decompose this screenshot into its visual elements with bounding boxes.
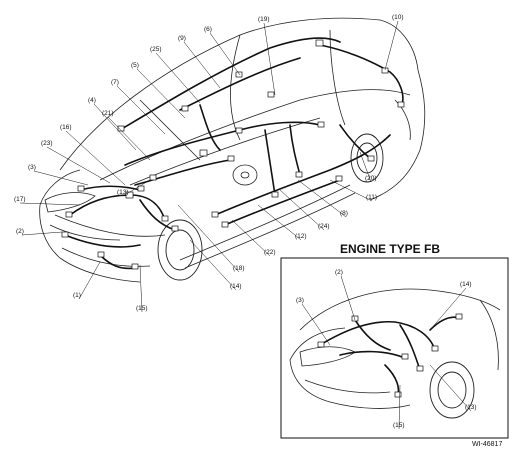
main-label-l7: (7): [111, 79, 119, 86]
main-label-l15: (15): [136, 305, 148, 312]
inset-label-i3: (3): [296, 297, 304, 304]
main-label-l21: (21): [102, 110, 114, 117]
main-label-l20: (20): [365, 175, 377, 182]
main-leader-l19: [263, 22, 276, 96]
main-leader-l17: [19, 202, 81, 206]
main-leader-l9: [183, 41, 221, 89]
main-leader-l7: [116, 85, 166, 135]
main-label-l17: (17): [14, 196, 26, 203]
main-label-l23: (23): [41, 140, 53, 147]
main-leader-l11: [329, 179, 373, 202]
steering-wheel: [232, 164, 258, 186]
main-label-l10: (10): [392, 14, 404, 21]
inset-leader-lines: [301, 275, 472, 430]
inset-leader-i13: [429, 364, 472, 412]
inset-label-i13: (13): [465, 404, 477, 411]
car-body-outline: [39, 17, 426, 283]
main-label-l2: (2): [16, 228, 24, 235]
main-label-l6: (6): [204, 26, 212, 33]
main-label-l16: (16): [60, 124, 72, 131]
main-leader-l4: [93, 103, 137, 151]
main-part-labels: (1) (2) (3) (4) (5) (6) (7) (8) (9) (10) (11) (12) (…: [14, 14, 404, 312]
inset-leader-i3: [301, 303, 331, 346]
main-leader-l13: [122, 179, 151, 197]
main-leader-l5: [136, 68, 186, 119]
main-leader-l25: [155, 52, 201, 104]
main-label-l3: (3): [28, 164, 36, 171]
main-leader-l12: [257, 204, 302, 241]
main-leader-l2: [21, 231, 63, 236]
connectors: [61, 39, 405, 270]
main-label-l19: (19): [258, 16, 270, 23]
main-label-l13: (13): [117, 189, 129, 196]
wiring-harnesses: [64, 37, 404, 270]
main-leader-l10: [384, 20, 399, 71]
engine-inset: ENGINE TYPE FB (2) (3) (13) (14) (15): [280, 242, 509, 439]
main-leader-l1: [78, 261, 101, 300]
main-label-l25: (25): [150, 46, 162, 53]
main-leader-l24: [279, 189, 325, 231]
main-leader-l20: [359, 151, 372, 183]
main-leader-l22: [231, 219, 271, 257]
main-leader-l21: [107, 116, 151, 161]
main-leader-l18: [177, 204, 240, 273]
inset-leader-i15: [398, 384, 401, 430]
figure-id: WI-46817: [472, 441, 502, 448]
inset-title: ENGINE TYPE FB: [340, 242, 440, 256]
main-label-l8: (8): [340, 210, 348, 217]
main-leader-l3: [33, 170, 89, 186]
inset-leader-i2: [340, 275, 356, 321]
inset-label-i14: (14): [460, 281, 472, 288]
main-label-l11: (11): [366, 194, 377, 201]
main-label-l1: (1): [73, 292, 81, 299]
main-label-l12: (12): [295, 233, 307, 240]
main-label-l5: (5): [131, 62, 139, 69]
main-label-l22: (22): [264, 249, 276, 256]
inset-leader-i14: [429, 287, 467, 331]
main-leader-l15: [139, 264, 143, 313]
main-label-l18: (18): [233, 265, 245, 272]
main-leader-l16: [65, 130, 126, 186]
main-leader-l14: [189, 239, 237, 291]
main-label-l24: (24): [318, 223, 330, 230]
inset-label-i2: (2): [335, 269, 343, 276]
main-leader-l23: [46, 146, 111, 184]
main-label-l4: (4): [88, 97, 96, 104]
inset-label-i15: (15): [393, 422, 405, 429]
inset-part-labels: (2) (3) (13) (14) (15): [296, 269, 477, 429]
main-leader-lines: [19, 20, 399, 313]
main-label-l14: (14): [230, 283, 242, 290]
main-leader-l8: [297, 179, 347, 218]
main-label-l9: (9): [178, 35, 186, 42]
main-leader-l6: [209, 32, 241, 76]
